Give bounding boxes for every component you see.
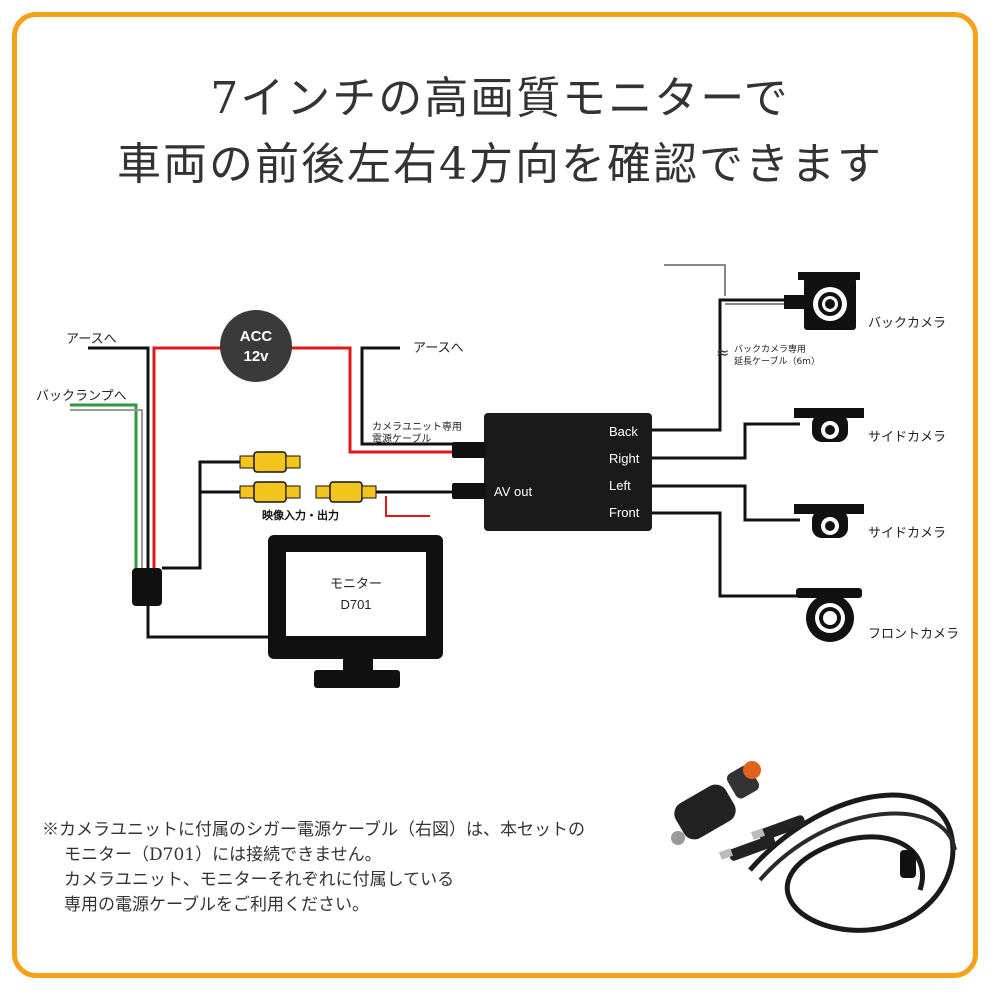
right-camera-wire: [652, 422, 800, 460]
earth-wire-right: [360, 346, 458, 446]
ext-cable-label-1: バックカメラ専用: [734, 343, 806, 355]
port-left-label: Left: [609, 478, 631, 493]
av-out-label: AV out: [494, 484, 532, 499]
backlamp-green-wire: [70, 403, 138, 575]
note-line-3: カメラユニット、モニターそれぞれに付属している: [64, 870, 455, 890]
title-line-1: 7インチの高画質モニターで: [210, 73, 790, 124]
acc-red-wire: [152, 346, 222, 590]
camera-unit-box: [484, 413, 652, 531]
front-camera-label: フロントカメラ: [868, 627, 959, 642]
video-wire-1: [162, 460, 240, 570]
acc-label-2: 12v: [243, 348, 269, 365]
earth-label-left: アースへ: [66, 332, 117, 347]
left-camera-wire: [652, 484, 800, 522]
front-camera-icon: [796, 588, 862, 642]
acc-label-1: ACC: [240, 328, 273, 345]
av-red-wire: [385, 496, 430, 517]
camera-power-label-2: 電源ケーブル: [372, 432, 431, 445]
backlamp-gray-wire: [70, 409, 143, 575]
front-camera-wire: [652, 511, 800, 598]
earth-label-right: アースへ: [413, 341, 464, 356]
port-back-label: Back: [609, 424, 638, 439]
cigarette-cable-image: [671, 761, 957, 933]
acc-red-wire-right: [290, 346, 458, 454]
monitor-icon: [268, 535, 443, 688]
back-camera-icon: [784, 272, 860, 330]
side-camera-icon-2: [794, 504, 864, 538]
ext-cable-label-2: 延長ケーブル（6m）: [734, 355, 820, 367]
back-camera-label: バックカメラ: [868, 316, 946, 331]
backlamp-label: バックランプへ: [36, 389, 127, 404]
camera-power-label-1: カメラユニット専用: [372, 421, 462, 433]
note-line-1: ※カメラユニットに付属のシガー電源ケーブル（右図）は、本セットの: [42, 820, 585, 840]
rca-connector-1: [239, 451, 301, 473]
port-right-label: Right: [609, 451, 640, 466]
rca-connector-3: [315, 481, 377, 503]
power-plug: [452, 442, 486, 458]
title-line-2: 車両の前後左右4方向を確認できます: [117, 139, 883, 190]
back-camera-wire: [652, 298, 785, 432]
monitor-label-2: D701: [340, 597, 371, 612]
side-camera-label-1: サイドカメラ: [868, 430, 946, 445]
note-line-4: 専用の電源ケーブルをご利用ください。: [64, 895, 369, 915]
back-ext-gray-wire: [664, 264, 726, 296]
video-io-label: 映像入力・出力: [262, 508, 339, 522]
av-plug: [452, 483, 486, 499]
monitor-power-wire: [146, 606, 270, 639]
side-camera-icon-1: [794, 408, 864, 442]
side-camera-label-2: サイドカメラ: [868, 526, 946, 541]
monitor-label-1: モニター: [330, 577, 382, 592]
port-front-label: Front: [609, 505, 640, 520]
acc-circle: [220, 310, 292, 382]
rca-connector-2: [239, 481, 301, 503]
note-line-2: モニター（D701）には接続できません。: [64, 845, 382, 865]
approx-symbol: ≈: [716, 343, 729, 362]
note-block: ※カメラユニットに付属のシガー電源ケーブル（右図）は、本セットの モニター（D7…: [42, 818, 585, 918]
earth-wire-left: [88, 346, 150, 620]
junction-block: [132, 568, 162, 606]
